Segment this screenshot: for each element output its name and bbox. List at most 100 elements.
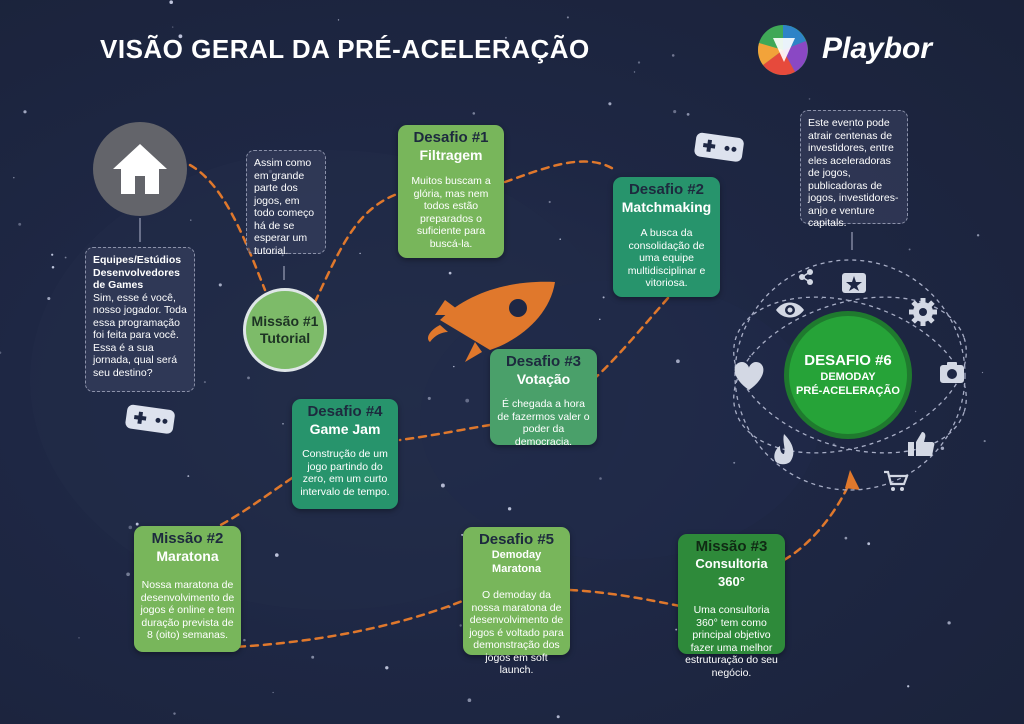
star [467,698,472,703]
star [311,655,315,659]
star [686,113,690,116]
missao3-name: Consultoria 360° [695,556,768,589]
star [247,376,250,380]
page-title: VISÃO GERAL DA PRÉ-ACELERAÇÃO [100,34,590,64]
star [272,691,274,694]
desafio3-card: Desafio #3 Votação É chegada a hora de f… [490,349,597,448]
desafio6-note: Este evento pode atrair centenas de inve… [800,110,908,229]
intro-note-text: Sim, esse é você, nosso jogador. Toda es… [93,291,187,379]
star [64,256,67,259]
missao2-label: Missão #2 [151,530,224,547]
star [203,381,206,384]
journey-path [188,160,852,650]
star [126,572,130,577]
desafio6-circle: DESAFIO #6 DEMODAY PRÉ-ACELERAÇÃO [784,311,912,439]
star [190,219,192,221]
desafio2-card: Desafio #2 Matchmaking A busca da consol… [613,177,720,297]
star [23,110,27,114]
rocket-icon [428,281,555,362]
star [559,238,562,241]
star [914,410,917,413]
star [78,637,80,639]
desafio1-label: Desafio #1 [413,129,489,146]
path-arrowhead [845,470,860,490]
star [907,685,910,688]
intro-note-heading: Equipes/Estúdios Desenvolvedores de Game… [93,254,182,291]
star [385,666,389,670]
star [459,624,462,627]
desafio2-label: Desafio #2 [628,181,705,198]
thumbs-up-icon [908,432,935,456]
star [566,16,569,19]
heart-icon [734,362,764,390]
star [427,396,431,400]
star [633,71,636,73]
desafio2-name: Matchmaking [621,199,712,215]
star [47,296,51,301]
star [676,359,680,364]
missao3-desc: Uma consultoria 360° tem como principal … [685,604,778,679]
star [749,355,751,358]
star [983,440,986,443]
home-circle [93,122,187,216]
star [844,536,848,540]
missao1-label: Missão #1 [251,313,319,329]
star [821,297,823,300]
star [128,525,133,530]
playbor-logo-icon [758,25,808,76]
star [908,248,911,251]
star-badge-icon [842,273,866,293]
star [243,638,246,642]
gear-icon [909,298,937,326]
star [135,522,139,526]
missao3-card: Missão #3 Consultoria 360° Uma consultor… [678,534,785,679]
missao2-name: Maratona [156,548,219,564]
missao2-desc: Nossa maratona de desenvolvimento de jog… [140,579,235,641]
desafio2-desc: A busca da consolidação de uma equipe mu… [627,227,706,289]
eye-icon [776,302,804,318]
desafio6-pre-aceleracao: PRÉ-ACELERAÇÃO [796,385,900,397]
desafio5-desc: O demoday da nossa maratona de desenvolv… [469,589,564,676]
star [599,477,602,480]
fire-icon [774,434,794,465]
star [507,507,512,511]
star [976,234,980,237]
desafio5-name: Demoday Maratona [491,549,542,575]
star [733,461,736,464]
share-icon [799,269,813,285]
star [548,200,551,204]
missao1-circle: Missão #1 Tutorial [243,288,327,372]
star [453,365,455,368]
intro-note: Equipes/Estúdios Desenvolvedores de Game… [85,247,195,392]
star [178,34,183,39]
desafio6-demoday: DEMODAY [820,371,876,383]
star [18,222,22,226]
gamepad-icon [125,404,175,434]
star [169,0,173,4]
star [51,265,55,269]
gamepad-icon [694,132,744,162]
missao1-note: Assim como em grande parte dos jogos, em… [246,150,326,257]
star [602,296,605,299]
camera-icon [940,362,964,383]
missao1-name: Tutorial [259,330,311,346]
star [461,533,464,536]
star [282,423,284,425]
cart-icon [884,470,909,491]
star [981,371,984,374]
desafio1-desc: Muitos buscam a glória, mas nem todos es… [411,175,491,250]
desafio3-desc: É chegada a hora de fazermos valer o pod… [497,398,590,448]
desafio3-name: Votação [516,371,571,387]
star [281,254,284,257]
star [867,542,871,546]
desafio3-label: Desafio #3 [505,353,582,370]
star [0,351,2,354]
star [275,553,279,557]
star [599,318,601,321]
star [637,61,641,64]
brand-name: Playbor [822,32,933,65]
desafio5-card: Desafio #5 Demoday Maratona O demoday da… [463,527,570,676]
star [171,26,174,28]
star [608,102,612,106]
desafio1-card: Desafio #1 Filtragem Muitos buscam a gló… [398,125,504,258]
